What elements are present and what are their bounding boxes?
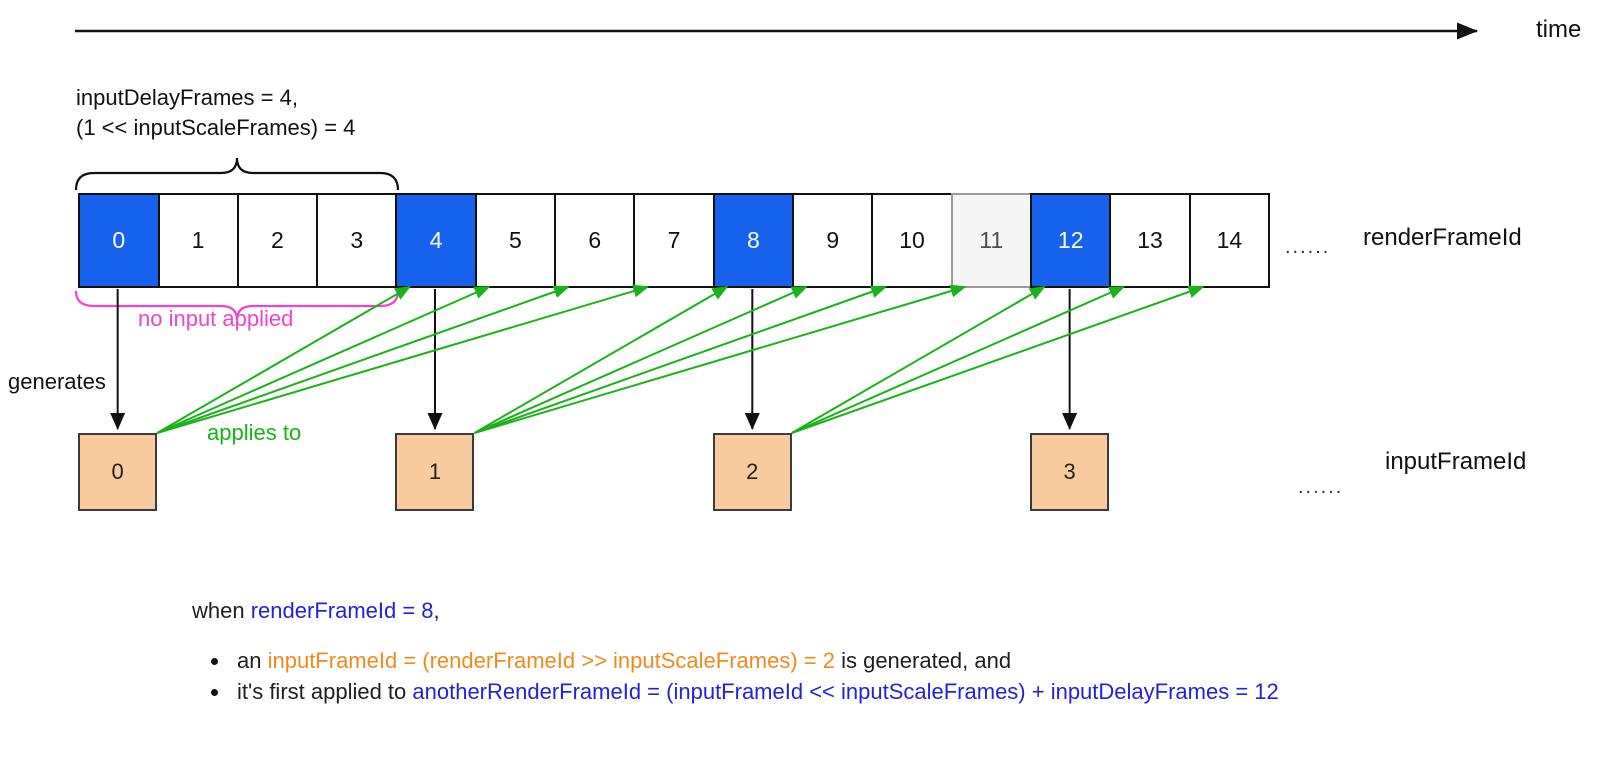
applies-arrows: [156, 284, 1205, 434]
input-frame-box-0: 0: [78, 433, 158, 511]
applies-to-label: applies to: [207, 420, 302, 445]
render-frame-box-3: 3: [315, 193, 398, 288]
render-frame-box-8: 8: [712, 193, 795, 288]
no-input-applied-label: no input applied: [138, 306, 294, 331]
render-frame-box-0: 0: [78, 193, 160, 288]
render-frame-box-10: 10: [871, 193, 953, 288]
generates-label: generates: [8, 369, 106, 394]
render-frame-box-12: 12: [1029, 193, 1112, 288]
delay-span-brace: [74, 157, 400, 191]
input-frame-ellipsis: ......: [1298, 476, 1344, 498]
delay-scale-note: inputDelayFrames = 4, (1 << inputScaleFr…: [76, 83, 355, 143]
applies-arrow: [474, 285, 888, 434]
text-segment: it's first applied to: [237, 679, 413, 704]
text-segment: an: [237, 648, 268, 673]
time-axis-label: time: [1536, 16, 1582, 43]
applies-arrow: [791, 285, 1205, 434]
render-frame-box-14: 14: [1188, 193, 1271, 288]
applies-arrow: [791, 285, 1046, 434]
delay-note-line2: (1 << inputScaleFrames) = 4: [76, 115, 356, 140]
render-frame-box-6: 6: [553, 193, 636, 288]
applies-arrow: [474, 286, 808, 434]
render-frame-box-4: 4: [395, 193, 477, 288]
text-segment: ,: [433, 598, 440, 623]
input-frame-row-label: inputFrameId: [1385, 448, 1527, 475]
render-frame-box-13: 13: [1109, 193, 1191, 288]
render-frame-box-7: 7: [633, 193, 715, 288]
text-segment: renderFrameId = 8: [250, 598, 434, 623]
input-frame-box-2: 2: [712, 433, 792, 511]
applies-arrow: [474, 284, 967, 434]
bullet-dot: [211, 657, 218, 665]
render-frame-box-11: 11: [950, 193, 1033, 288]
bullet-text: an inputFrameId = (renderFrameId >> inpu…: [237, 648, 1011, 674]
bullet-item: an inputFrameId = (renderFrameId >> inpu…: [211, 648, 1279, 674]
render-frame-box-9: 9: [791, 193, 874, 288]
text-segment: is generated, and: [834, 648, 1012, 673]
input-frame-box-3: 3: [1030, 433, 1110, 511]
render-frame-box-2: 2: [236, 193, 319, 288]
render-frame-row-label: renderFrameId: [1363, 224, 1522, 251]
delay-note-line1: inputDelayFrames = 4,: [76, 85, 298, 110]
render-frame-box-5: 5: [474, 193, 557, 288]
explanation-bullets: an inputFrameId = (renderFrameId >> inpu…: [211, 648, 1279, 710]
applies-arrow: [791, 286, 1126, 434]
render-frame-box-1: 1: [157, 193, 239, 288]
applies-arrow: [473, 285, 729, 434]
text-segment: inputFrameId = (renderFrameId >> inputSc…: [267, 648, 835, 673]
render-frame-ellipsis: ......: [1285, 236, 1331, 258]
text-segment: anotherRenderFrameId = (inputFrameId << …: [412, 679, 1279, 704]
bullet-text: it's first applied to anotherRenderFrame…: [237, 679, 1279, 705]
bullet-item: it's first applied to anotherRenderFrame…: [211, 679, 1279, 705]
input-frame-box-1: 1: [395, 433, 475, 511]
text-segment: when: [192, 598, 251, 623]
bullet-dot: [211, 688, 218, 696]
when-line: when renderFrameId = 8,: [192, 598, 440, 624]
